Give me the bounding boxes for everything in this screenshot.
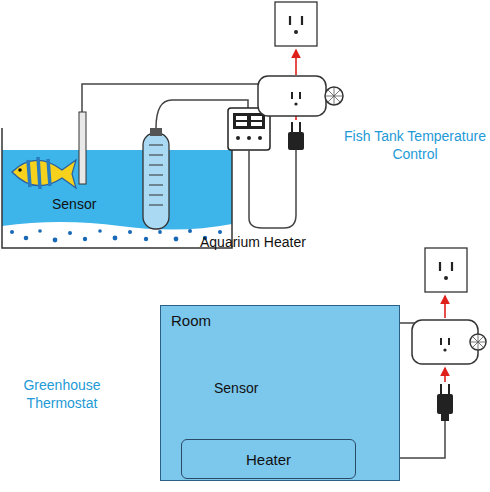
node-text: Heater [246,451,291,468]
wall-outlet [425,248,467,292]
gravel-dots [10,229,222,242]
plug [288,122,304,150]
outlet-arrow [295,50,297,75]
room-region: RoomHeater [160,305,400,481]
sensor-probe [79,112,86,184]
water [2,150,232,248]
outlet-arrow [444,296,446,318]
gravel [2,222,232,248]
tank-outline [2,128,232,248]
plug-arrow [444,368,446,382]
part-label: Sensor [214,380,284,398]
wall-outlet [275,2,317,46]
heater-box: Heater [181,439,356,479]
section-title: Fish Tank Temperature Control [342,128,488,163]
plug [437,384,453,421]
thermostat-controller [412,320,486,364]
heater-tube [143,128,169,229]
fish [12,157,76,189]
node-text: Room [171,312,389,329]
part-label: Sensor [52,196,96,214]
plug-cord [249,150,296,228]
part-label: Aquarium Heater [200,234,340,252]
section-title: Greenhouse Thermostat [6,377,118,412]
thermostat-controller [258,76,343,116]
